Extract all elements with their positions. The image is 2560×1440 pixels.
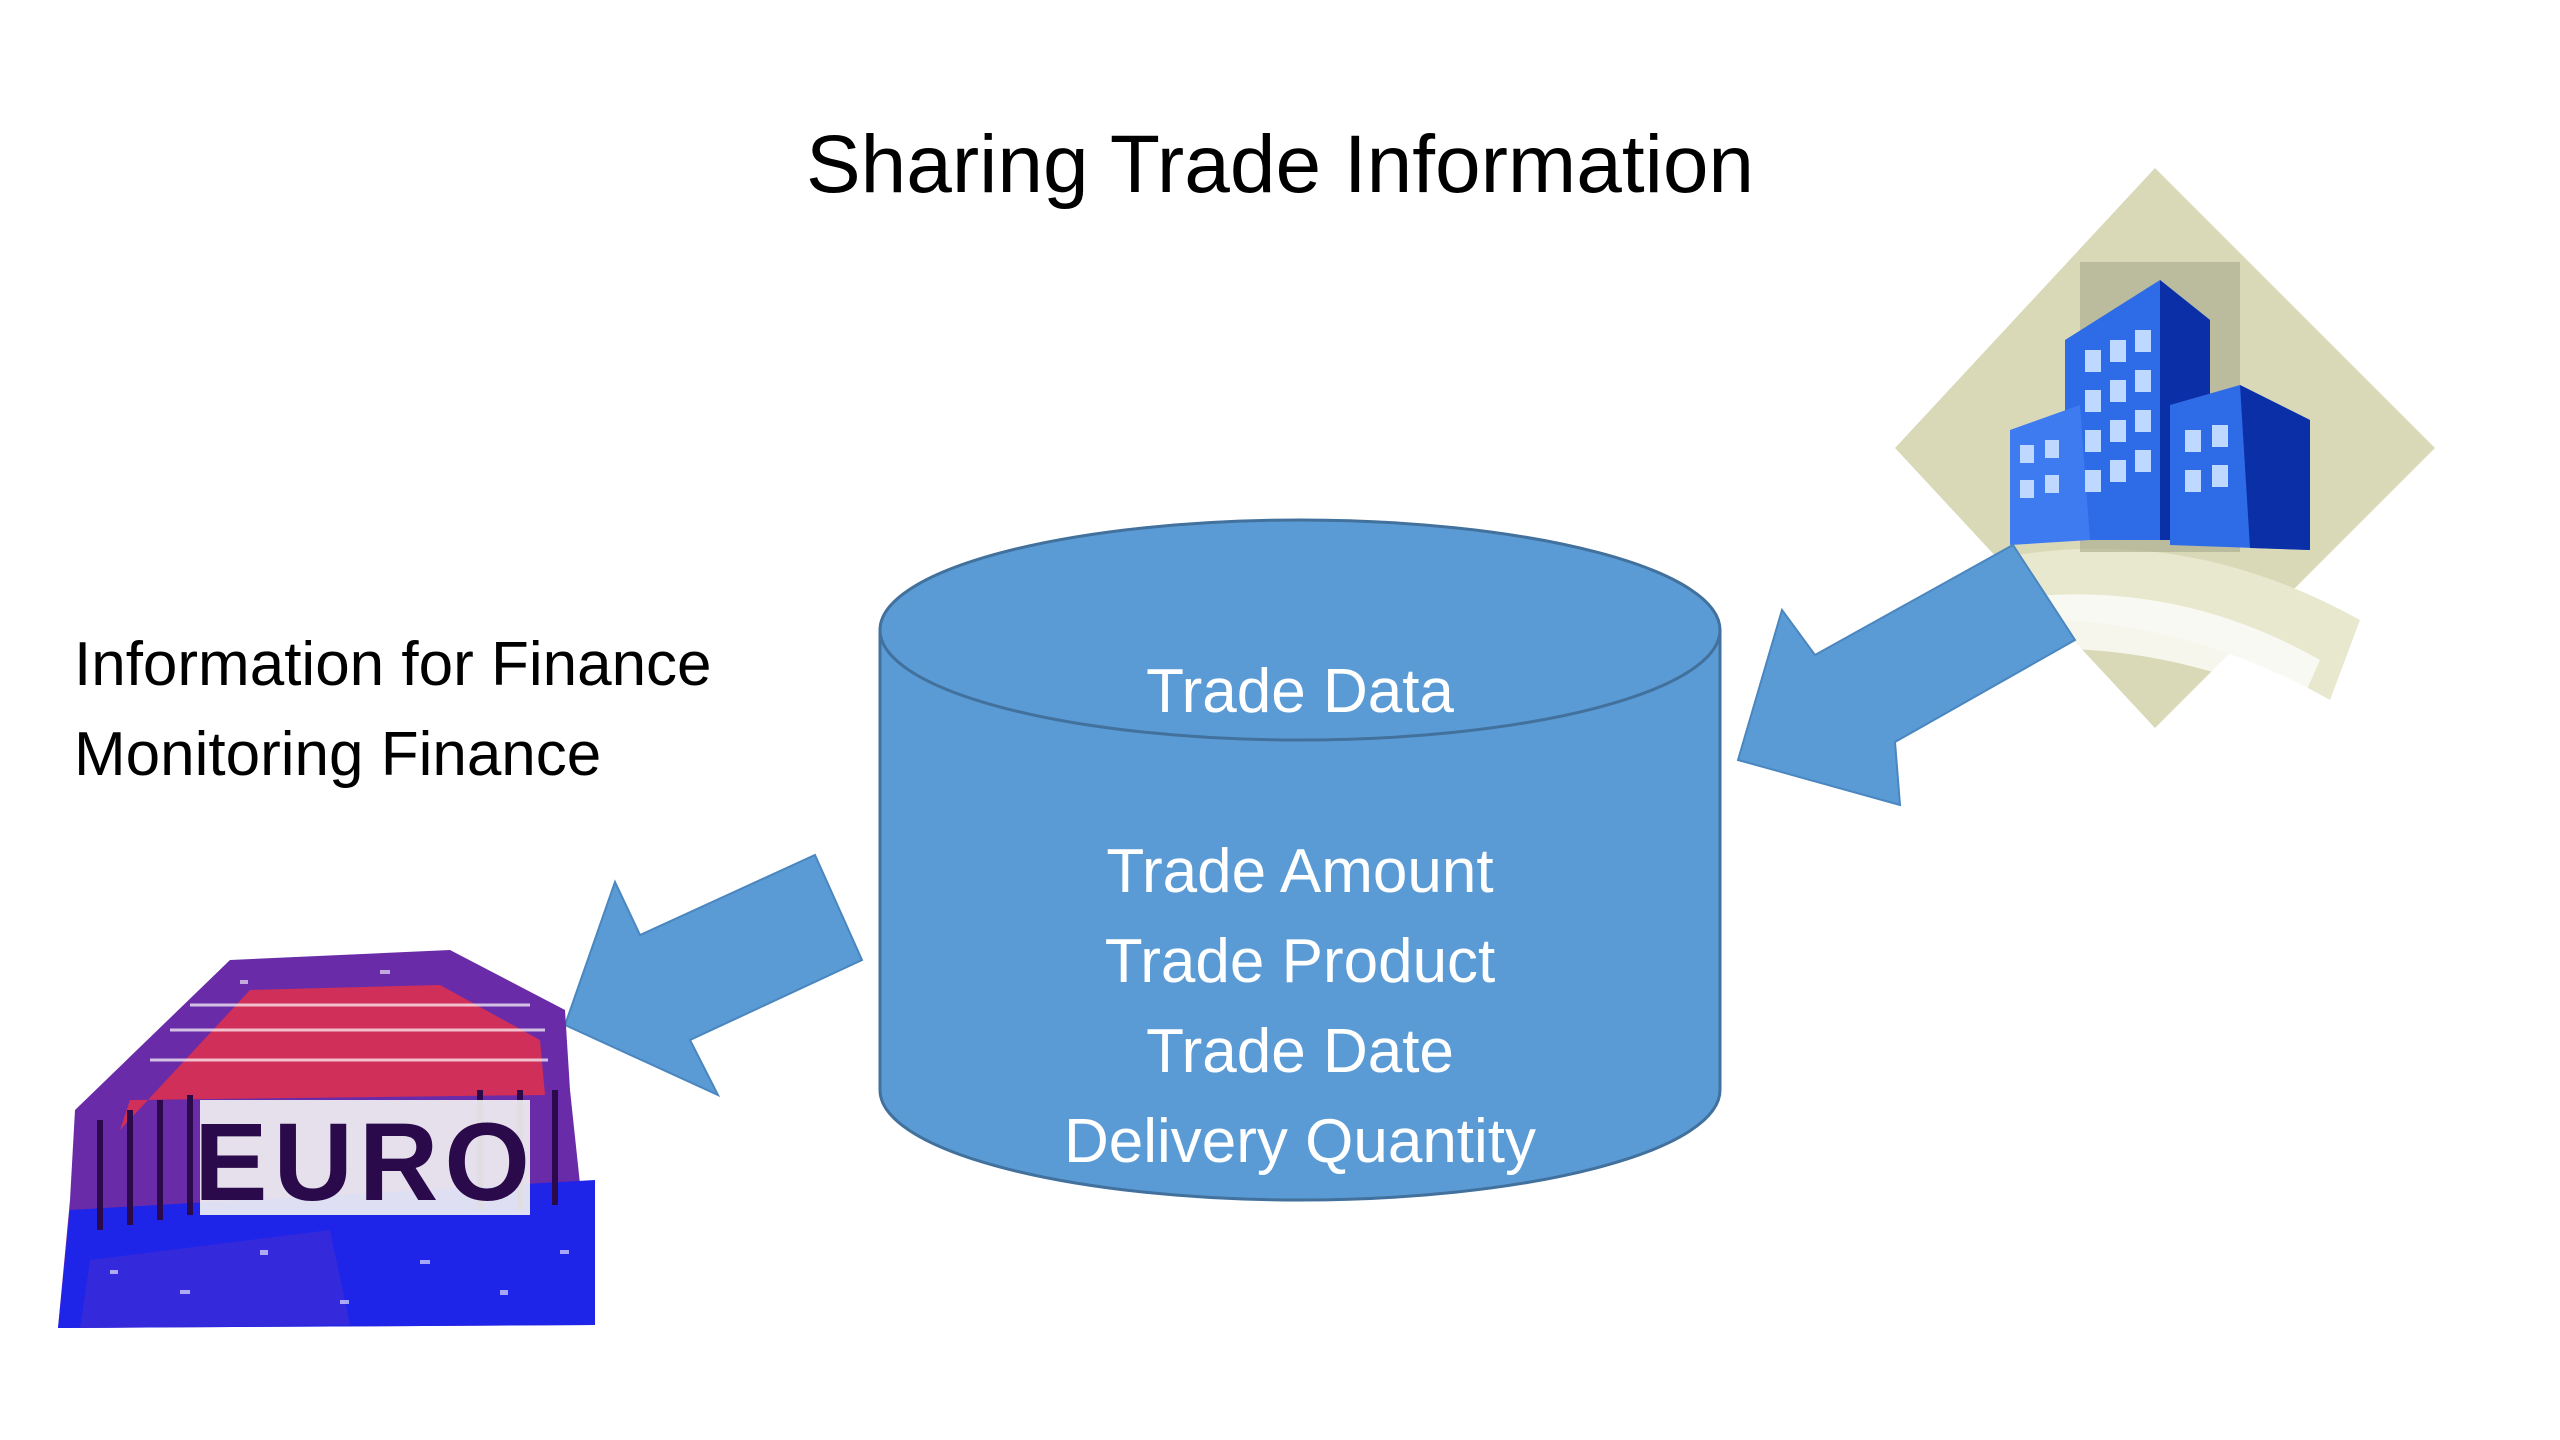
field-trade-amount: Trade Amount bbox=[1106, 837, 1493, 906]
slide-title: Sharing Trade Information bbox=[805, 119, 1755, 210]
bank-building-icon: EURO bbox=[58, 950, 595, 1328]
field-trade-date: Trade Date bbox=[1146, 1017, 1454, 1086]
finance-info-line-1: Information for Finance bbox=[74, 630, 712, 699]
arrow-database-to-bank bbox=[563, 853, 864, 1098]
finance-info-text: Information for Finance Monitoring Finan… bbox=[74, 620, 712, 800]
arrow-company-to-database bbox=[1736, 543, 2077, 807]
trade-data-label: Trade Data bbox=[1146, 657, 1454, 726]
field-delivery-quantity: Delivery Quantity bbox=[1064, 1107, 1536, 1176]
bank-logo-text: EURO bbox=[194, 1101, 536, 1224]
trade-data-cylinder: Trade Data Trade Amount Trade Product Tr… bbox=[878, 518, 1722, 1202]
field-trade-product: Trade Product bbox=[1105, 927, 1496, 996]
finance-info-line-2: Monitoring Finance bbox=[74, 720, 602, 789]
